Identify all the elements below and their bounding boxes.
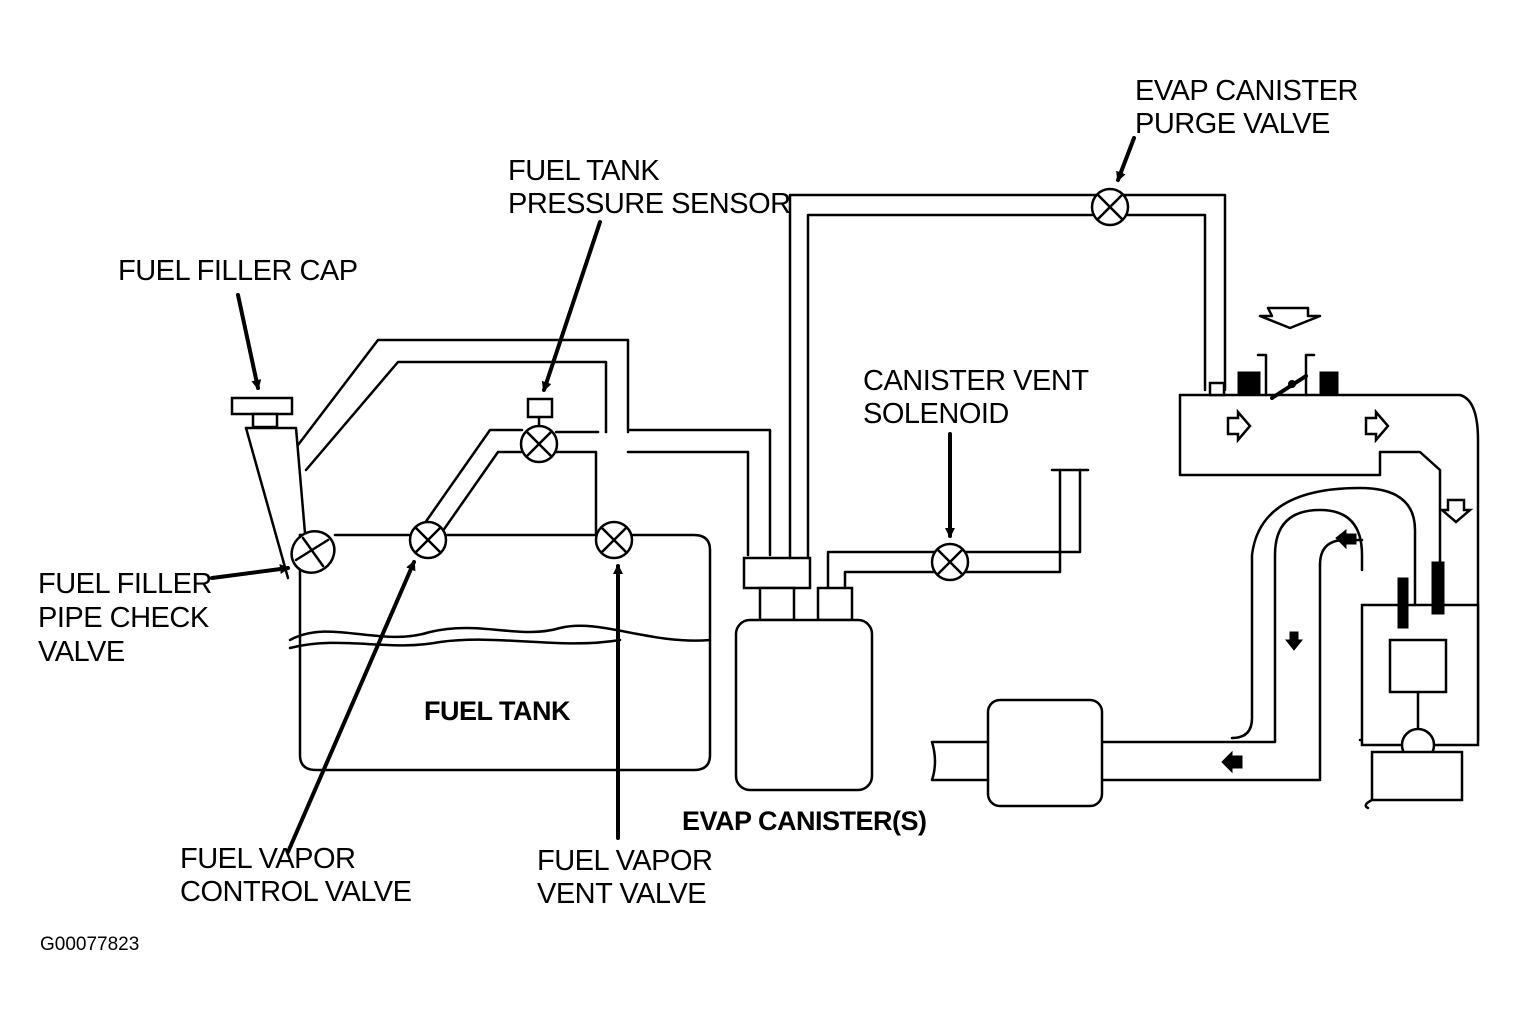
label-vapor-vent-l2: VENT VALVE <box>537 878 706 910</box>
label-evap-canisters: EVAP CANISTER(S) <box>682 806 927 836</box>
figure-code: G00077823 <box>40 934 139 955</box>
label-vapor-control-l2: CONTROL VALVE <box>180 876 412 908</box>
engine-block <box>1360 561 1480 810</box>
label-vapor-vent-l1: FUEL VAPOR <box>537 845 713 877</box>
label-filler-check-l3: VALVE <box>38 636 125 668</box>
vapor-control-valve <box>408 520 448 560</box>
label-purge-valve-l2: PURGE VALVE <box>1135 108 1330 140</box>
label-pressure-sensor-l1: FUEL TANK <box>508 155 660 187</box>
labels: EVAP CANISTER PURGE VALVE FUEL TANK PRES… <box>38 75 1358 955</box>
label-filler-check-l1: FUEL FILLER <box>38 568 212 600</box>
vapor-lines <box>296 338 772 557</box>
pressure-sensor-valve <box>519 397 559 464</box>
leader-lines <box>210 136 1136 854</box>
filler-pipe <box>244 426 336 580</box>
muffler <box>986 698 1104 808</box>
label-filler-check-l2: PIPE CHECK <box>38 602 210 634</box>
label-vapor-control-l1: FUEL VAPOR <box>180 843 356 875</box>
purge-valve <box>1090 187 1130 227</box>
pressure-sensor <box>526 397 554 419</box>
intake-manifold <box>1178 306 1480 742</box>
label-vent-solenoid-l2: SOLENOID <box>863 398 1009 430</box>
vent-solenoid <box>930 542 970 582</box>
label-vent-solenoid-l1: CANISTER VENT <box>863 365 1089 397</box>
vapor-vent-valve <box>594 520 634 560</box>
exhaust-pipe <box>930 486 1417 808</box>
label-fuel-tank: FUEL TANK <box>424 696 571 726</box>
label-filler-cap: FUEL FILLER CAP <box>118 255 358 287</box>
fuel-tank <box>288 533 712 772</box>
label-pressure-sensor-l2: PRESSURE SENSOR <box>508 188 791 220</box>
evap-canister <box>734 193 1227 792</box>
fuel-filler-cap <box>230 396 294 429</box>
label-purge-valve-l1: EVAP CANISTER <box>1135 75 1358 107</box>
